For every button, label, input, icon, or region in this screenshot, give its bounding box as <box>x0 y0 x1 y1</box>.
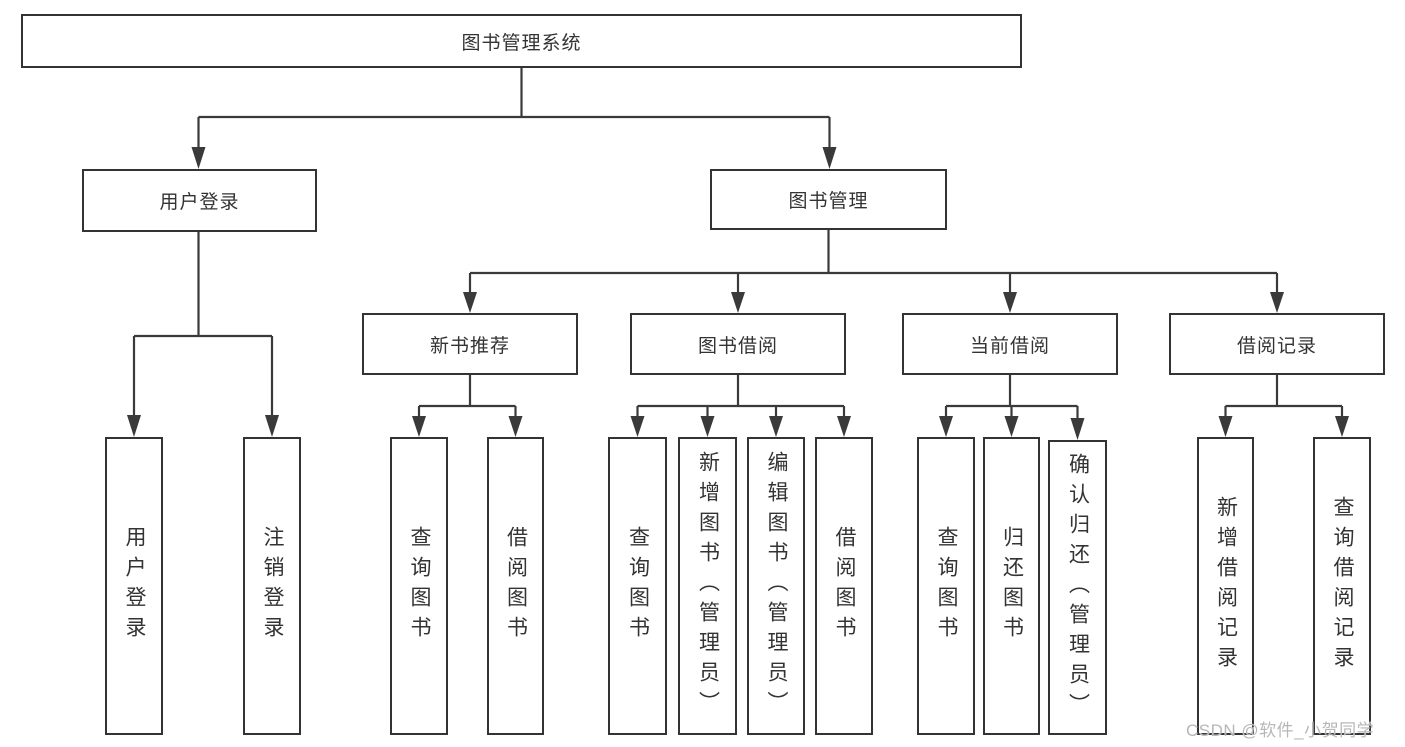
connector-records-to-leaves <box>1218 375 1349 437</box>
node-new-book-recommend: 新书推荐 <box>362 313 578 375</box>
leaf-borrow-books-recommend-label: 借阅图书 <box>504 526 528 646</box>
node-book-borrow: 图书借阅 <box>630 313 846 375</box>
leaf-query-books-borrow: 查询图书 <box>608 437 667 735</box>
csdn-watermark: CSDN @软件_小贺同学 <box>1186 721 1375 740</box>
leaf-logout: 注销登录 <box>243 437 301 735</box>
leaf-borrow-books-recommend: 借阅图书 <box>487 437 544 735</box>
node-user-login: 用户登录 <box>82 169 317 232</box>
connector-root-to-level2 <box>191 68 837 169</box>
node-new-book-recommend-label: 新书推荐 <box>429 335 510 357</box>
leaf-query-borrow-record-label: 查询借阅记录 <box>1331 496 1355 676</box>
leaf-query-borrow-record: 查询借阅记录 <box>1313 437 1371 735</box>
leaf-confirm-return-admin: 确认归还（管理员） <box>1048 440 1107 735</box>
leaf-return-books: 归还图书 <box>983 437 1040 735</box>
connector-mgmt-to-level3 <box>463 230 1284 313</box>
leaf-return-books-label: 归还图书 <box>1000 526 1024 646</box>
node-current-borrow: 当前借阅 <box>902 313 1118 375</box>
leaf-edit-books-admin-label: 编辑图书（管理员） <box>765 451 789 721</box>
node-borrow-records: 借阅记录 <box>1169 313 1385 375</box>
leaf-query-books-borrow-label: 查询图书 <box>626 526 650 646</box>
leaf-query-books-recommend-label: 查询图书 <box>408 526 432 646</box>
connector-recommend-to-leaves <box>412 375 523 437</box>
leaf-query-books-current-label: 查询图书 <box>935 526 959 646</box>
leaf-user-login: 用户登录 <box>105 437 163 735</box>
leaf-logout-label: 注销登录 <box>261 526 285 646</box>
node-root-label: 图书管理系统 <box>461 32 582 54</box>
node-user-login-label: 用户登录 <box>159 192 240 213</box>
node-borrow-records-label: 借阅记录 <box>1236 335 1317 357</box>
leaf-query-books-recommend: 查询图书 <box>390 437 448 735</box>
leaf-borrow-books: 借阅图书 <box>815 437 873 735</box>
node-book-management: 图书管理 <box>710 169 947 230</box>
leaf-edit-books-admin: 编辑图书（管理员） <box>747 437 805 735</box>
node-current-borrow-label: 当前借阅 <box>969 335 1050 357</box>
connector-current-to-leaves <box>939 375 1085 440</box>
leaf-borrow-books-label: 借阅图书 <box>833 526 857 646</box>
leaf-add-borrow-record-label: 新增借阅记录 <box>1214 496 1238 676</box>
node-root-system: 图书管理系统 <box>21 14 1022 68</box>
node-book-management-label: 图书管理 <box>788 191 869 212</box>
connector-borrow-to-leaves <box>630 375 851 437</box>
leaf-add-books-admin: 新增图书（管理员） <box>678 437 737 735</box>
node-book-borrow-label: 图书借阅 <box>697 335 778 357</box>
leaf-add-borrow-record: 新增借阅记录 <box>1197 437 1254 735</box>
leaf-query-books-current: 查询图书 <box>917 437 975 735</box>
leaf-confirm-return-admin-label: 确认归还（管理员） <box>1066 452 1090 723</box>
connector-login-to-leaves <box>127 232 279 437</box>
leaf-add-books-admin-label: 新增图书（管理员） <box>696 451 720 721</box>
leaf-user-login-label: 用户登录 <box>123 526 147 646</box>
